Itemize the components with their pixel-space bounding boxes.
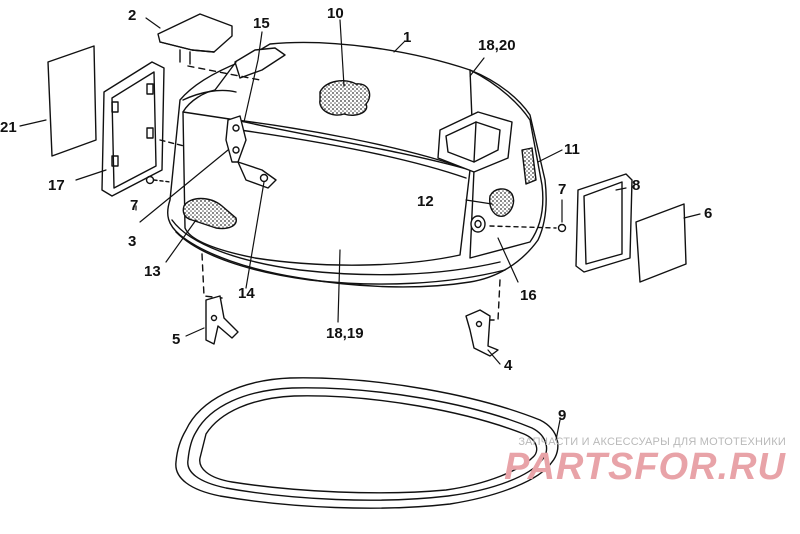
grommet-16 — [470, 215, 486, 233]
side-panel-17 — [101, 61, 185, 197]
watermark-logo: PARTSFOR.RU — [504, 446, 786, 488]
foam-strip-11 — [521, 147, 537, 185]
callout-15: 15 — [253, 15, 270, 32]
foam-pad-10 — [319, 80, 371, 116]
callout-8: 8 — [632, 177, 640, 194]
callout-10: 10 — [327, 5, 344, 22]
callout-11: 11 — [564, 141, 580, 158]
callout-labels: 2 15 10 1 18,20 11 7 8 6 12 16 21 17 7 3… — [0, 5, 712, 424]
callout-17: 17 — [48, 177, 65, 194]
foam-pad-13 — [182, 197, 237, 230]
latch-bracket — [225, 115, 277, 189]
decal-6 — [635, 203, 687, 283]
bracket-4 — [465, 279, 501, 357]
callout-18-19: 18,19 — [326, 325, 364, 342]
callout-21: 21 — [0, 119, 17, 136]
bracket-5 — [201, 253, 239, 345]
callout-7-left: 7 — [130, 197, 138, 214]
foam-pad-12 — [489, 188, 515, 217]
screw-7-left — [145, 175, 171, 185]
callout-12: 12 — [417, 193, 434, 210]
leader-lines — [19, 17, 701, 441]
callout-13: 13 — [144, 263, 161, 280]
callout-18-20: 18,20 — [478, 37, 516, 54]
callout-9: 9 — [558, 407, 566, 424]
callout-5: 5 — [172, 331, 180, 348]
seal-ring-9 — [175, 377, 559, 509]
callout-7-right: 7 — [558, 181, 566, 198]
engine-cover — [167, 41, 547, 288]
callout-1: 1 — [403, 29, 411, 46]
callout-14: 14 — [238, 285, 255, 302]
watermark: ЗАПЧАСТИ И АКСЕССУАРЫ ДЛЯ МОТОТЕХНИКИ PA… — [504, 436, 786, 486]
callout-2: 2 — [128, 7, 136, 24]
callout-4: 4 — [504, 357, 513, 374]
callout-3: 3 — [128, 233, 136, 250]
callout-6: 6 — [704, 205, 712, 222]
cap-2 — [157, 13, 261, 81]
side-panel-8 — [575, 173, 633, 273]
callout-16: 16 — [520, 287, 537, 304]
decal-21 — [47, 45, 97, 157]
watermark-subtitle: ЗАПЧАСТИ И АКСЕССУАРЫ ДЛЯ МОТОТЕХНИКИ — [518, 436, 786, 448]
screw-7-right — [489, 223, 567, 233]
